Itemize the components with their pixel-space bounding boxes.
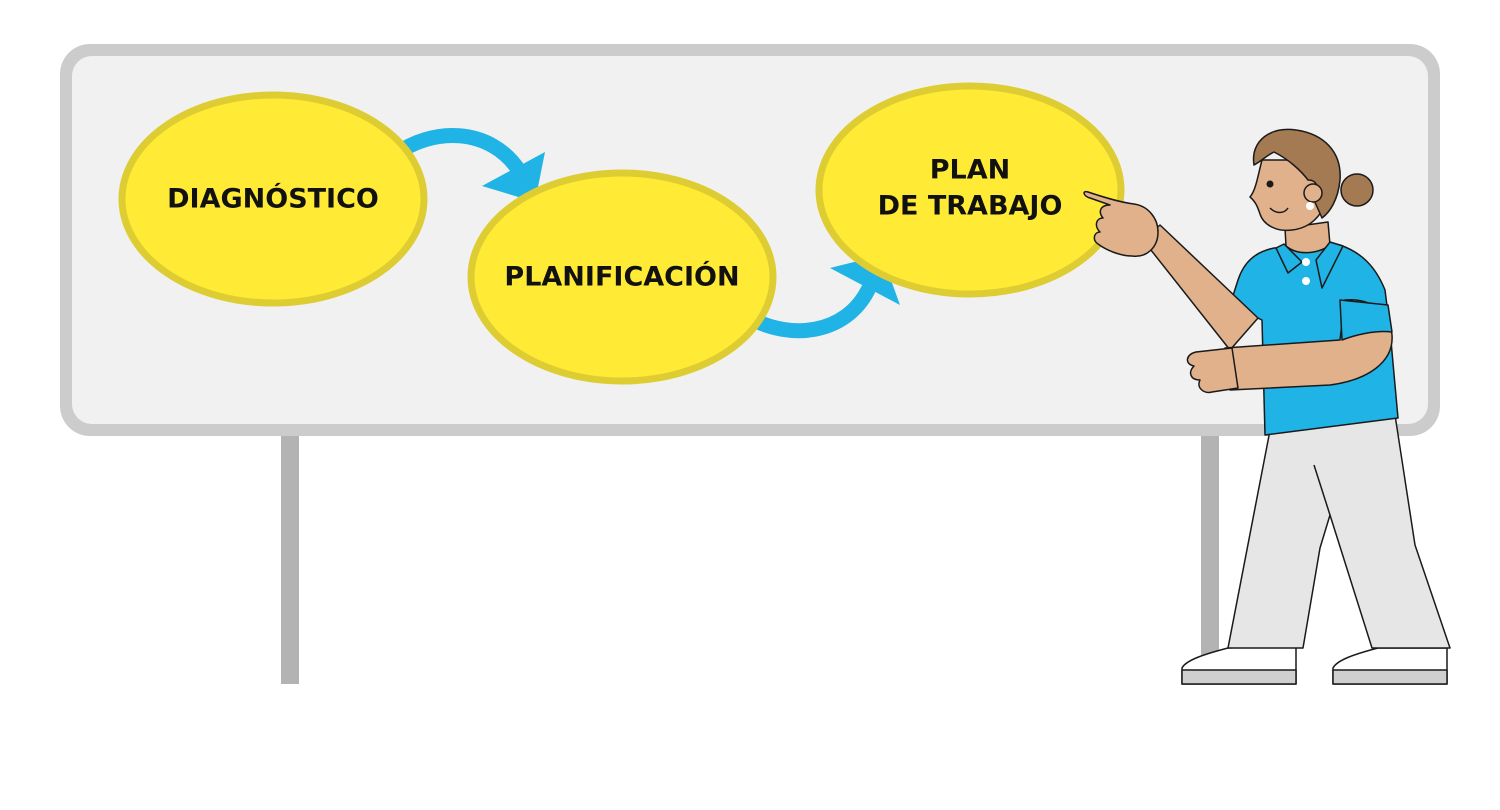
node-diagnostico-shape <box>118 91 428 307</box>
shoe-left-sole <box>1181 669 1297 685</box>
pants <box>1227 414 1451 649</box>
node-diagnostico: DIAGNÓSTICO <box>118 91 428 307</box>
sleeve <box>1339 299 1393 341</box>
pants-crease <box>1313 464 1331 516</box>
node-planificacion: PLANIFICACIÓN <box>467 169 777 385</box>
shoe-right-sole <box>1332 669 1448 685</box>
node-plan-de-trabajo-shape <box>815 82 1125 298</box>
node-plan-de-trabajo-label-line2: DE TRABAJO <box>878 191 1063 222</box>
presenter-pointing-icon <box>1083 128 1451 685</box>
eye <box>1266 180 1274 188</box>
hair-bun <box>1340 173 1374 207</box>
node-plan-de-trabajo: PLAN DE TRABAJO <box>815 82 1125 298</box>
ear <box>1303 183 1323 203</box>
node-plan-de-trabajo-label-line1: PLAN <box>930 155 1011 186</box>
board-leg-left <box>281 430 299 684</box>
node-diagnostico-label: DIAGNÓSTICO <box>167 183 379 215</box>
shirt-collar-right <box>1315 241 1344 289</box>
shirt-button-1 <box>1302 258 1310 266</box>
earring <box>1306 202 1314 210</box>
hand-lower <box>1186 347 1239 394</box>
node-planificacion-label: PLANIFICACIÓN <box>504 261 739 293</box>
board-leg-right <box>1201 430 1219 660</box>
shirt-button-2 <box>1302 277 1310 285</box>
node-planificacion-shape <box>467 169 777 385</box>
hand-pointing <box>1083 190 1159 257</box>
smile <box>1269 207 1289 214</box>
